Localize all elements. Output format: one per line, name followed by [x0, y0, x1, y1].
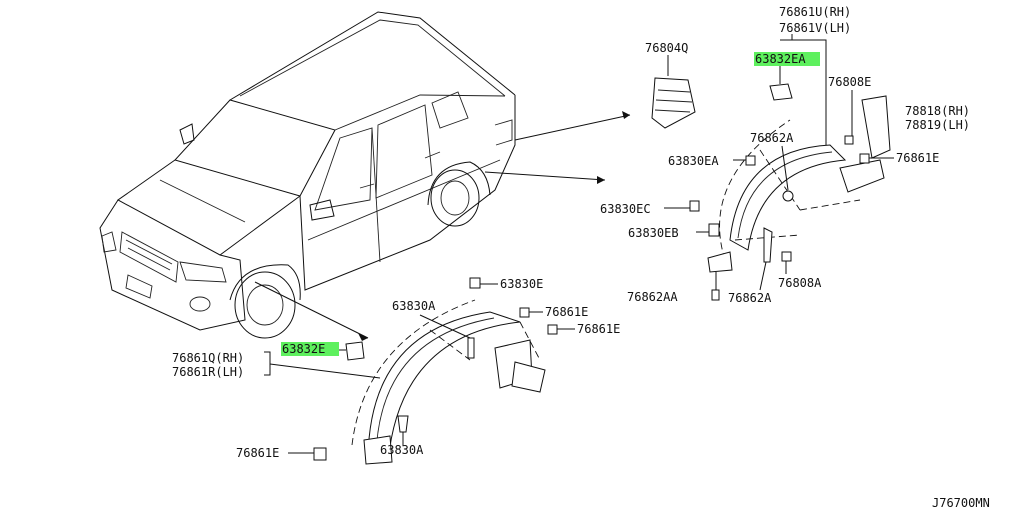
fastener-76861E-a [519, 307, 543, 318]
fastener-76862A-bottom [759, 227, 773, 291]
label-76862A-bottom: 76862A [728, 291, 772, 305]
label-76861E-right: 76861E [896, 151, 939, 165]
label-76804Q: 76804Q [645, 41, 688, 55]
fastener-63830EB [696, 223, 720, 237]
label-63830E: 63830E [500, 277, 543, 291]
fastener-63830A-bottom [397, 415, 409, 446]
front-fender-assembly [264, 277, 575, 465]
label-63832EA: 63832EA [755, 52, 806, 66]
label-76862A-top: 76862A [750, 131, 794, 145]
fastener-63830A-top [419, 314, 475, 359]
label-76808A: 76808A [778, 276, 822, 290]
label-76861E-left: 76861E [236, 446, 279, 460]
fastener-76808E [844, 90, 854, 145]
fastener-76862AA [711, 272, 720, 301]
label-63832E: 63832E [282, 342, 325, 356]
label-63830A-top: 63830A [392, 299, 436, 313]
fastener-63830E [469, 277, 498, 289]
label-76861R: 76861R(LH) [172, 365, 244, 379]
fastener-63830EA [733, 155, 756, 166]
diagram-code: J76700MN [932, 496, 990, 510]
label-78818: 78818(RH) [905, 104, 970, 118]
fastener-63830EC [664, 200, 700, 212]
fastener-76862A-top [781, 145, 794, 202]
label-63830EB: 63830EB [628, 226, 679, 240]
label-63830EA: 63830EA [668, 154, 719, 168]
label-76808E: 76808E [828, 75, 871, 89]
pointer-arrows [254, 111, 631, 341]
label-63830EC: 63830EC [600, 202, 651, 216]
label-76861E-a: 76861E [545, 305, 588, 319]
label-76861U: 76861U(RH) [779, 5, 851, 19]
fastener-76861E-b [547, 324, 575, 335]
highlight-63832E [281, 342, 339, 356]
label-76862AA: 76862AA [627, 290, 678, 304]
label-78819: 78819(LH) [905, 118, 970, 132]
label-76861E-b: 76861E [577, 322, 620, 336]
label-76861Q: 76861Q(RH) [172, 351, 244, 365]
part-labels: 76804Q 76861U(RH) 76861V(LH) 63832EA 768… [172, 5, 990, 510]
vehicle-illustration [99, 11, 516, 339]
label-76861V: 76861V(LH) [779, 21, 851, 35]
rear-fender-assembly [651, 34, 894, 301]
fastener-76808A [781, 251, 792, 274]
highlight-63832EA [754, 52, 820, 66]
label-63830A-bottom: 63830A [380, 443, 424, 457]
fastener-76861E-right [859, 153, 894, 164]
fastener-76861E-left [288, 447, 327, 461]
